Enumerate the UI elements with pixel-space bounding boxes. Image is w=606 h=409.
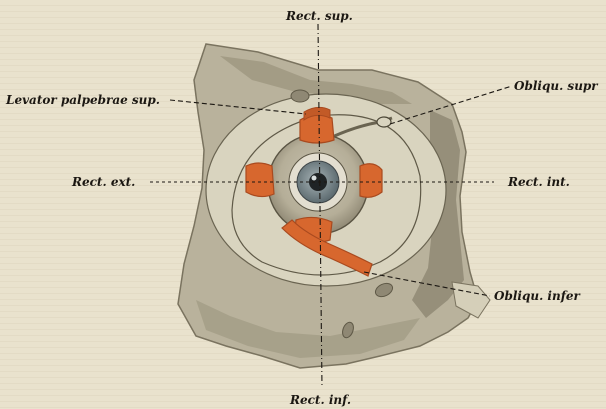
foramen-top	[291, 90, 309, 102]
label-obliqu-infer: Obliqu. infer	[494, 289, 582, 303]
label-rect-inf: Rect. inf.	[289, 393, 351, 407]
rect-ext-muscle	[246, 163, 274, 197]
rect-int-muscle	[360, 164, 382, 198]
label-rect-int: Rect. int.	[507, 175, 570, 189]
label-rect-sup: Rect. sup.	[285, 9, 353, 23]
trochlea	[377, 117, 391, 127]
pupil-highlight	[312, 176, 317, 181]
label-rect-ext: Rect. ext.	[71, 175, 135, 189]
label-obliqu-supr: Obliqu. supr	[514, 79, 599, 93]
label-levator: Levator palpebrae sup.	[5, 93, 160, 107]
